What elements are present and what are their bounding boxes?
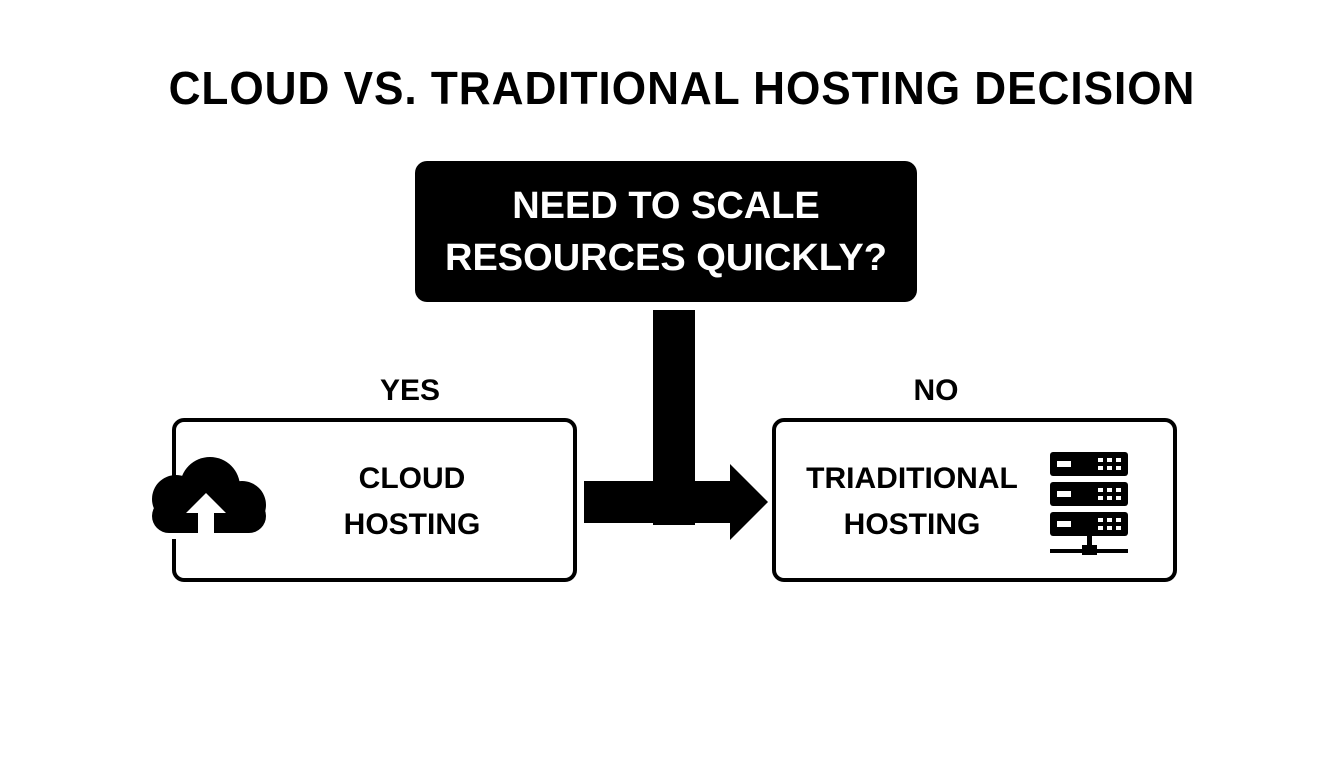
no-branch-label: NO — [913, 374, 959, 407]
diagram-title: CLOUD VS. TRADITIONAL HOSTING DECISION — [168, 62, 1196, 114]
connector-horizontal-bar — [584, 481, 734, 523]
cloud-upload-icon — [152, 457, 266, 539]
decision-text-line2: RESOURCES QUICKLY? — [445, 236, 887, 279]
traditional-hosting-line1: TRIADITIONAL — [806, 462, 1018, 495]
connector-arrowhead — [730, 464, 768, 540]
traditional-hosting-label: TRIADITIONAL HOSTING — [792, 456, 1032, 548]
traditional-hosting-line2: HOSTING — [843, 508, 981, 541]
cloud-hosting-line2: HOSTING — [343, 508, 481, 541]
decision-text-line1: NEED TO SCALE — [512, 184, 820, 227]
yes-branch-label: YES — [379, 374, 441, 407]
cloud-hosting-label: CLOUD HOSTING — [312, 456, 512, 548]
decision-node: NEED TO SCALE RESOURCES QUICKLY? — [415, 161, 917, 302]
server-rack-icon — [1050, 452, 1128, 555]
cloud-hosting-line1: CLOUD — [358, 462, 466, 495]
